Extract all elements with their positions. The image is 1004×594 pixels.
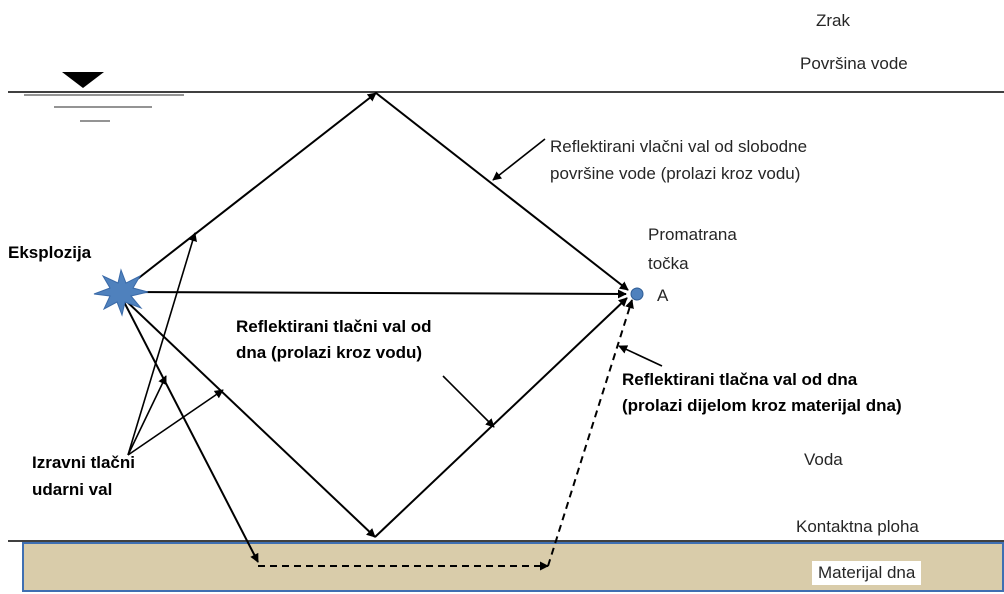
water-level-triangle-icon — [24, 72, 184, 122]
direct-wave-path — [123, 289, 627, 299]
contact-surface-label: Kontaktna ploha — [796, 517, 919, 536]
bottom-material-reflected-label-line2: (prolazi dijelom kroz materijal dna) — [622, 396, 902, 415]
observed-point-marker — [630, 287, 644, 301]
surface-reflected-leader — [492, 138, 546, 181]
bottom-reflected-label-line1: Reflektirani tlačni val od — [236, 317, 432, 336]
bottom-material-wave-path — [121, 297, 634, 571]
surface-reflected-label-line1: Reflektirani vlačni val od slobodne — [550, 137, 808, 156]
surface-reflected-label-line2: površine vode (prolazi kroz vodu) — [550, 164, 801, 183]
bottom-material-reflected-label-line1: Reflektirani tlačna val od dna — [622, 370, 858, 389]
direct-wave-leaders — [127, 232, 224, 456]
bottom-reflected-label-line2: dna (prolazi kroz vodu) — [236, 343, 423, 362]
explosion-label: Eksplozija — [8, 243, 92, 262]
bottom-reflected-leader — [442, 375, 495, 428]
direct-wave-label-line2: udarni val — [32, 480, 113, 499]
water-label: Voda — [804, 450, 843, 469]
point-a-label: A — [657, 286, 669, 305]
observed-point-label-line1: Promatrana — [648, 225, 737, 244]
bottom-material-label: Materijal dna — [812, 561, 922, 585]
starburst-icon — [93, 268, 149, 317]
surface-reflected-wave-path — [121, 92, 629, 292]
observed-point-label-line2: točka — [648, 254, 689, 273]
direct-wave-label-line1: Izravni tlačni — [32, 453, 135, 472]
air-label: Zrak — [816, 11, 850, 30]
water-surface-label: Površina vode — [800, 54, 908, 73]
bottom-material-leader — [618, 345, 663, 367]
